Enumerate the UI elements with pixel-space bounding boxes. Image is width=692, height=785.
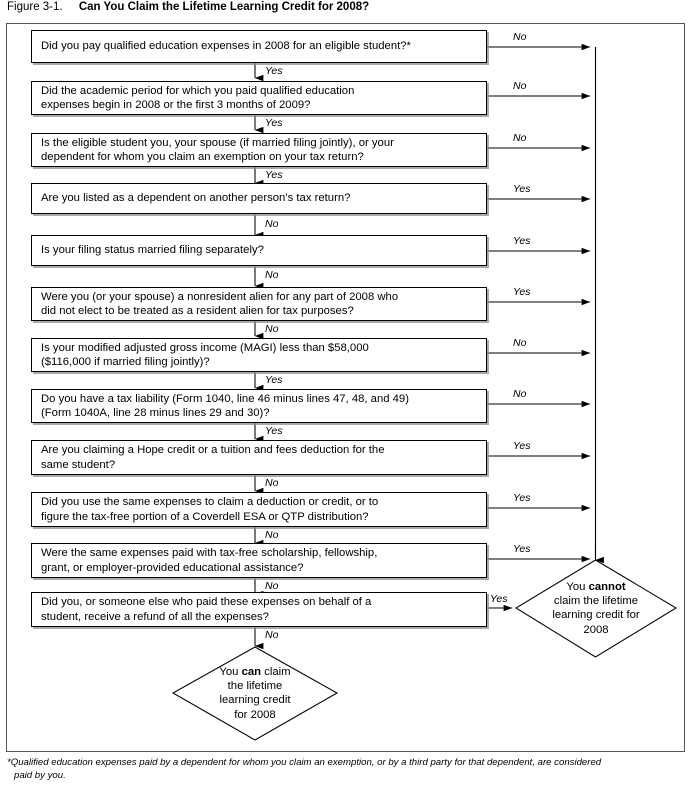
terminal-cannot-line-1-pre: You: [566, 581, 589, 593]
decision-box-6[interactable]: Were you (or your spouse) a nonresident …: [31, 287, 487, 321]
branch-label-3-no: No: [513, 132, 527, 144]
terminal-cannot-label: You cannot claim the lifetime learning c…: [516, 580, 676, 637]
terminal-cannot-line-3: learning credit for: [552, 609, 640, 622]
footnote: *Qualified education expenses paid by a …: [7, 757, 687, 782]
figure-caption: Can You Claim the Lifetime Learning Cred…: [78, 1, 370, 13]
page-title: Figure 3-1. Can You Claim the Lifetime L…: [7, 1, 369, 13]
branch-label-5-no: No: [265, 269, 279, 281]
branch-label-11-yes: Yes: [513, 543, 531, 555]
branch-label-9-yes: Yes: [513, 440, 531, 452]
figure-frame: [6, 23, 685, 752]
branch-label-2-yes: Yes: [265, 117, 283, 129]
branch-label-1-no: No: [513, 31, 527, 43]
decision-box-4-line-1: Are you listed as a dependent on another…: [41, 192, 351, 205]
branch-label-3-yes: Yes: [265, 169, 283, 181]
branch-label-12-no: No: [265, 629, 279, 641]
branch-label-2-no: No: [513, 80, 527, 92]
decision-box-4[interactable]: Are you listed as a dependent on another…: [31, 183, 487, 214]
decision-box-11-line-1: Were the same expenses paid with tax-fre…: [41, 547, 378, 560]
branch-label-10-yes: Yes: [513, 492, 531, 504]
branch-label-4-yes: Yes: [513, 183, 531, 195]
branch-label-4-no: No: [265, 218, 279, 230]
decision-box-9-line-1: Are you claiming a Hope credit or a tuit…: [41, 444, 385, 457]
decision-box-5[interactable]: Is your filing status married filing sep…: [31, 235, 487, 266]
terminal-can-line-1-pre: You: [219, 666, 242, 678]
terminal-cannot-line-1-bold: cannot: [588, 581, 626, 593]
terminal-can-line-4: for 2008: [234, 708, 276, 721]
decision-box-11[interactable]: Were the same expenses paid with tax-fre…: [31, 543, 487, 578]
decision-box-1-line-1: Did you pay qualified education expenses…: [41, 40, 411, 53]
branch-label-9-no: No: [265, 477, 279, 489]
branch-label-6-no: No: [265, 323, 279, 335]
decision-box-9-line-2: same student?: [41, 458, 116, 471]
decision-box-1[interactable]: Did you pay qualified education expenses…: [31, 30, 487, 63]
decision-box-10-line-1: Did you use the same expenses to claim a…: [41, 496, 379, 509]
decision-box-7-line-2: ($116,000 if married filing jointly)?: [41, 356, 210, 368]
decision-box-2-line-2: expenses begin in 2008 or the first 3 mo…: [41, 99, 311, 111]
terminal-can-line-2: the lifetime: [227, 680, 283, 693]
branch-label-5-yes: Yes: [513, 235, 531, 247]
branch-label-7-yes: Yes: [265, 374, 283, 386]
decision-box-9[interactable]: Are you claiming a Hope credit or a tuit…: [31, 440, 487, 475]
branch-label-6-yes: Yes: [513, 286, 531, 298]
decision-box-7[interactable]: Is your modified adjusted gross income (…: [31, 338, 487, 372]
terminal-cannot-line-2: claim the lifetime: [553, 595, 639, 608]
decision-box-3[interactable]: Is the eligible student you, your spouse…: [31, 133, 487, 167]
decision-box-6-line-1: Were you (or your spouse) a nonresident …: [41, 290, 399, 303]
decision-box-8[interactable]: Do you have a tax liability (Form 1040, …: [31, 389, 487, 423]
decision-box-2[interactable]: Did the academic period for which you pa…: [31, 81, 487, 115]
decision-box-10-line-2: figure the tax-free portion of a Coverde…: [41, 510, 369, 523]
terminal-can-label: You can claim the lifetime learning cred…: [175, 665, 335, 722]
decision-box-10[interactable]: Did you use the same expenses to claim a…: [31, 492, 487, 527]
branch-label-7-no: No: [513, 337, 527, 349]
footnote-line-1: *Qualified education expenses paid by a …: [7, 757, 602, 768]
terminal-can-line-3: learning credit: [219, 694, 291, 707]
decision-box-6-line-2: did not elect to be treated as a residen…: [41, 305, 354, 317]
branch-label-8-no: No: [513, 388, 527, 400]
branch-label-1-yes: Yes: [265, 65, 283, 77]
figure-label: Figure 3-1.: [7, 1, 63, 13]
decision-box-11-line-2: grant, or employer-provided educational …: [41, 561, 304, 574]
terminal-cannot-line-4: 2008: [583, 623, 609, 636]
branch-label-11-no: No: [265, 580, 279, 592]
decision-box-5-line-1: Is your filing status married filing sep…: [41, 244, 264, 257]
decision-box-8-line-1: Do you have a tax liability (Form 1040, …: [41, 392, 409, 405]
branch-label-8-yes: Yes: [265, 425, 283, 437]
branch-label-12-yes: Yes: [490, 593, 508, 605]
decision-box-2-line-1: Did the academic period for which you pa…: [41, 84, 355, 97]
footnote-line-2: paid by you.: [14, 769, 66, 781]
decision-box-3-line-2: dependent for whom you claim an exemptio…: [41, 151, 364, 163]
decision-box-12-line-1: Did you, or someone else who paid these …: [41, 596, 372, 609]
terminal-can-line-1-bold: can: [241, 666, 262, 678]
decision-box-12[interactable]: Did you, or someone else who paid these …: [31, 592, 487, 627]
branch-label-10-no: No: [265, 529, 279, 541]
decision-box-7-line-1: Is your modified adjusted gross income (…: [41, 341, 369, 354]
terminal-can-line-1-post: claim: [261, 666, 291, 678]
decision-box-3-line-1: Is the eligible student you, your spouse…: [41, 136, 394, 149]
decision-box-8-line-2: (Form 1040A, line 28 minus lines 29 and …: [41, 407, 270, 419]
decision-box-12-line-2: student, receive a refund of all the exp…: [41, 610, 269, 623]
